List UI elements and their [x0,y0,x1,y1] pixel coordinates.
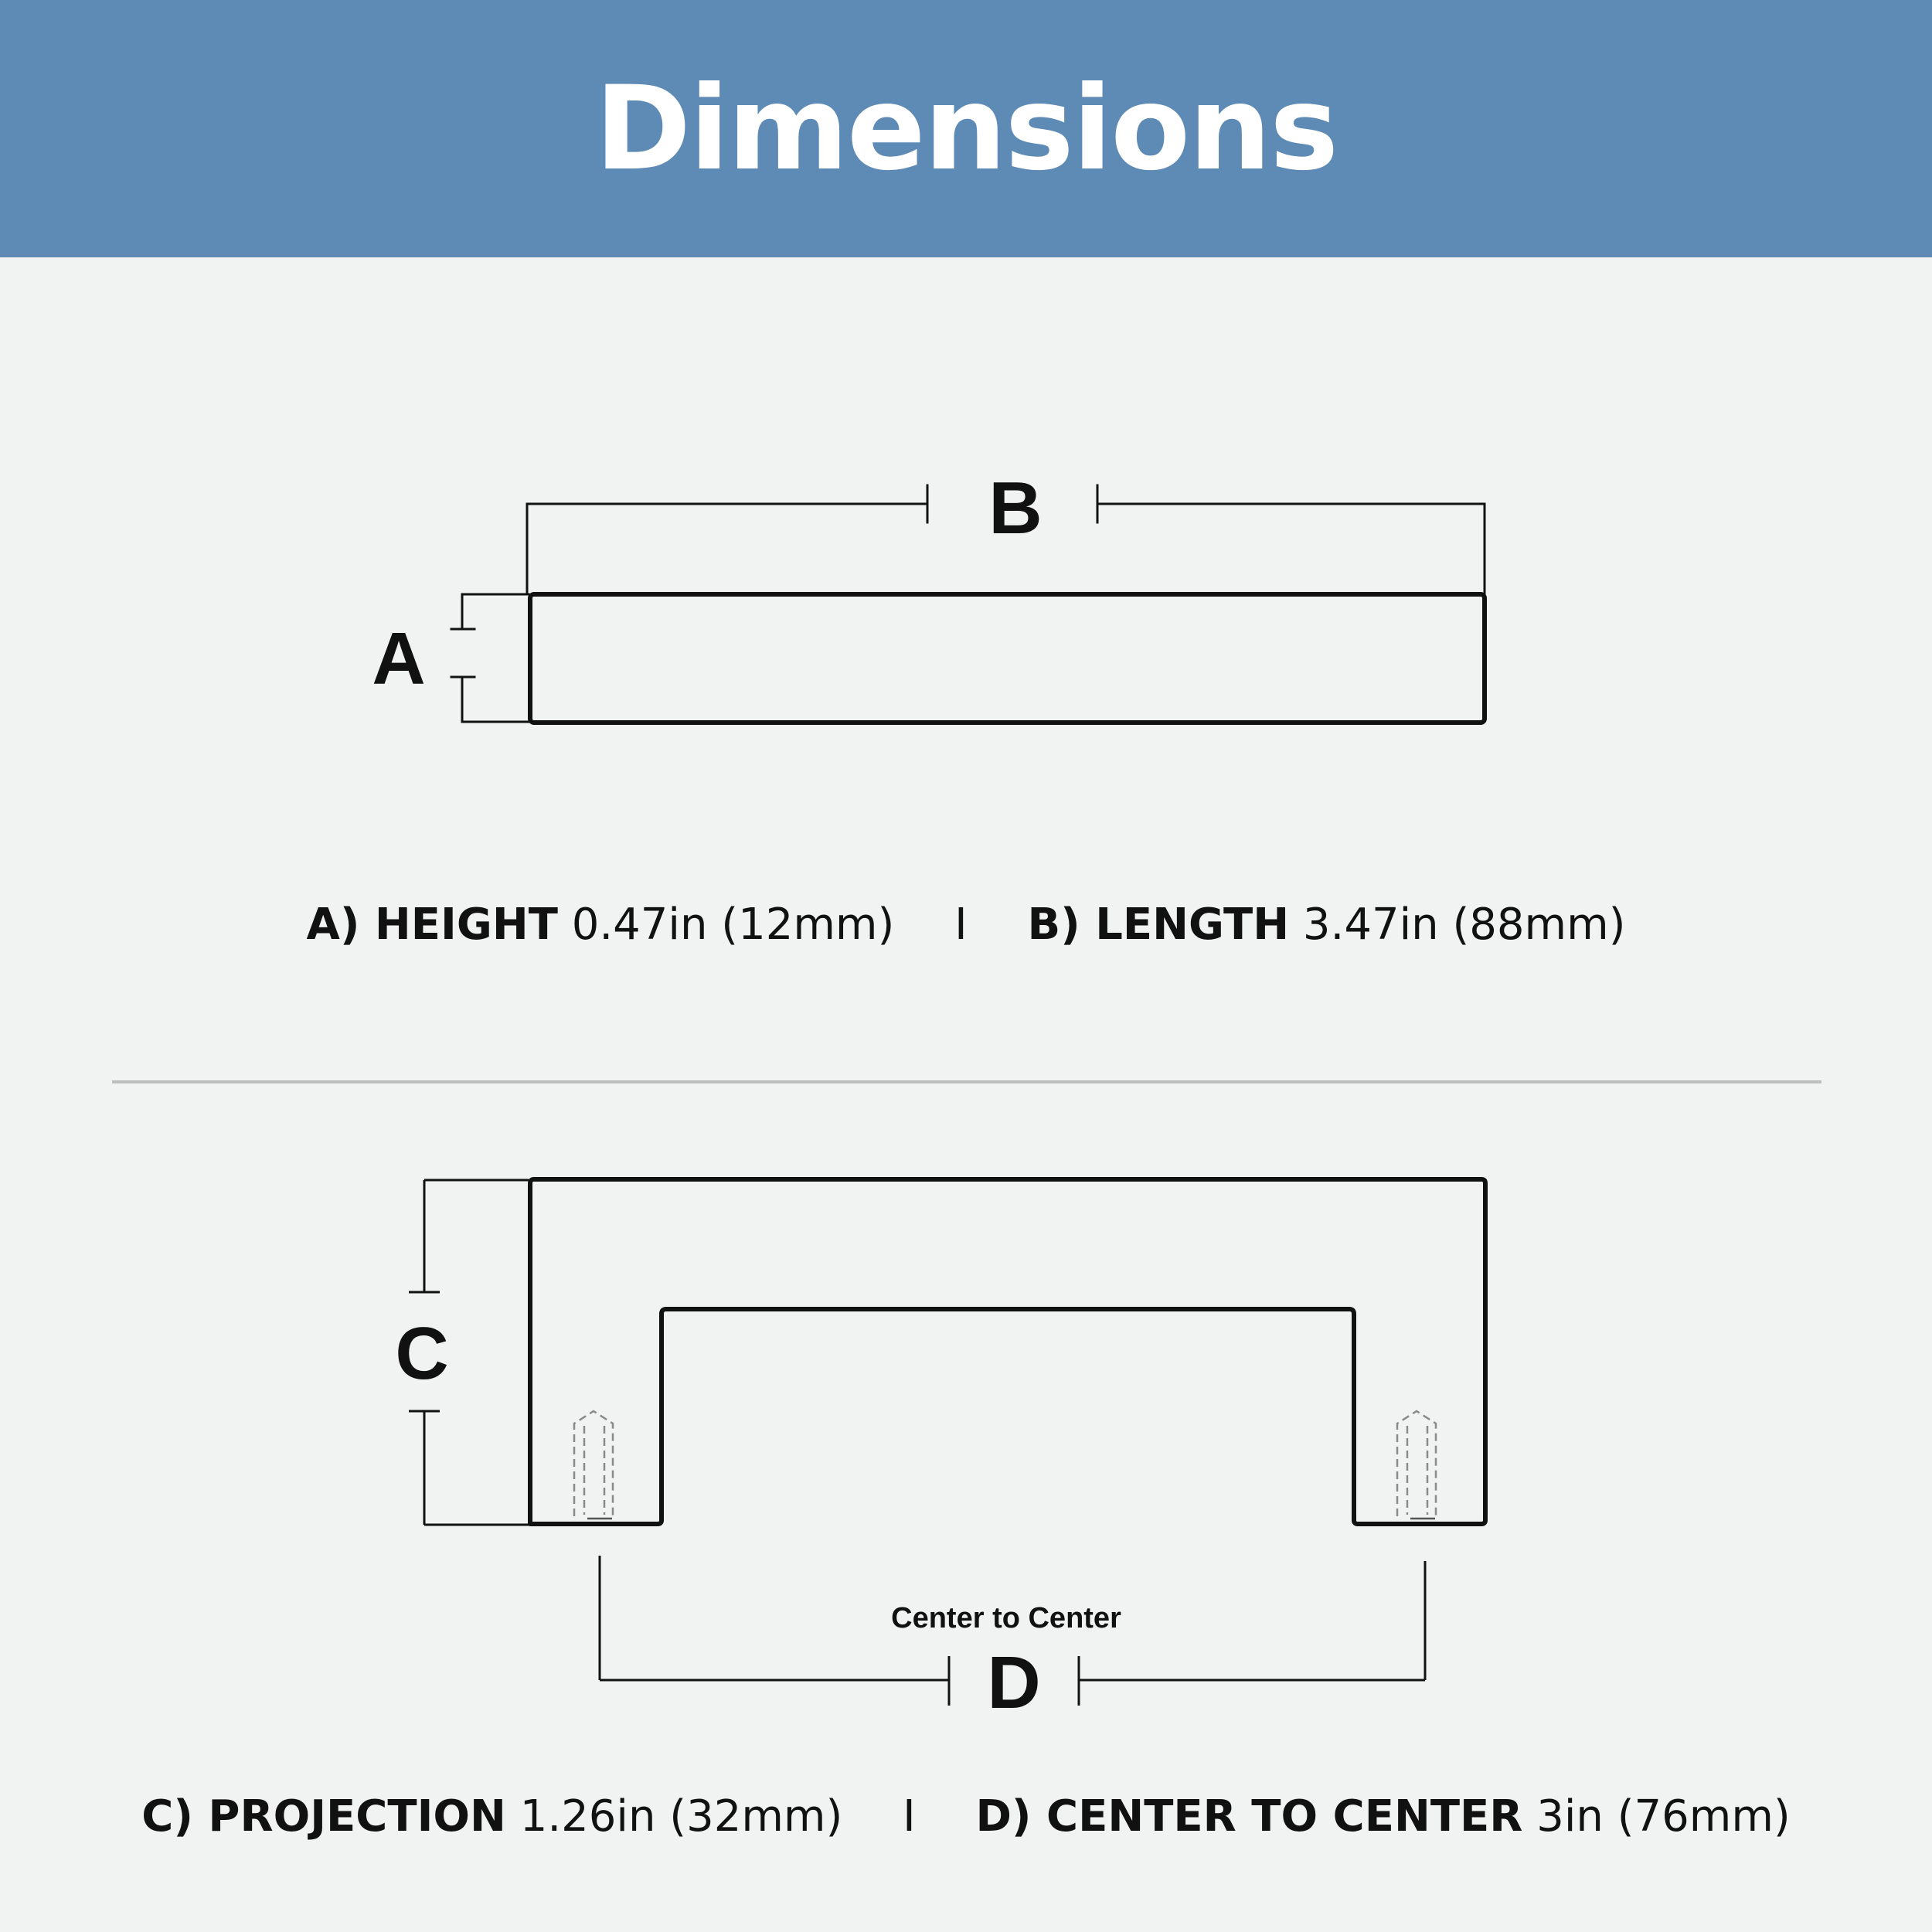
caption-separator: I [903,1791,916,1842]
label-b: B [988,467,1042,549]
label-a: A [372,617,425,700]
handle-front-view [528,1177,1488,1526]
projection-value: 1.26in (32mm) [519,1791,843,1842]
length-value: 3.47in (88mm) [1302,900,1626,950]
dimension-b [526,484,1486,595]
section-divider [112,1080,1821,1083]
dimension-d [598,1556,1427,1706]
label-c: C [395,1312,448,1395]
center-to-center-label: D) CENTER TO CENTER [975,1791,1523,1842]
right-screw-icon [1396,1410,1437,1520]
top-diagram [450,484,1487,725]
height-value: 0.47in (12mm) [571,900,895,950]
label-d: D [987,1641,1040,1724]
center-to-center-note: Center to Center [891,1602,1121,1634]
page-title: Dimensions [594,61,1339,196]
center-to-center-value: 3in (76mm) [1536,1791,1791,1842]
projection-label: C) PROJECTION [141,1791,506,1842]
height-label: A) HEIGHT [306,900,558,950]
left-screw-icon [573,1410,614,1520]
top-caption: A) HEIGHT 0.47in (12mm) I B) LENGTH 3.47… [0,900,1932,950]
bottom-caption: C) PROJECTION 1.26in (32mm) I D) CENTER … [0,1791,1932,1842]
caption-separator: I [954,900,968,950]
length-label: B) LENGTH [1027,900,1290,950]
dimension-a [450,593,530,723]
bottom-diagram [409,1177,1488,1706]
handle-side-view [528,592,1487,725]
dimension-c [409,1179,529,1526]
header-banner: Dimensions [0,0,1932,257]
